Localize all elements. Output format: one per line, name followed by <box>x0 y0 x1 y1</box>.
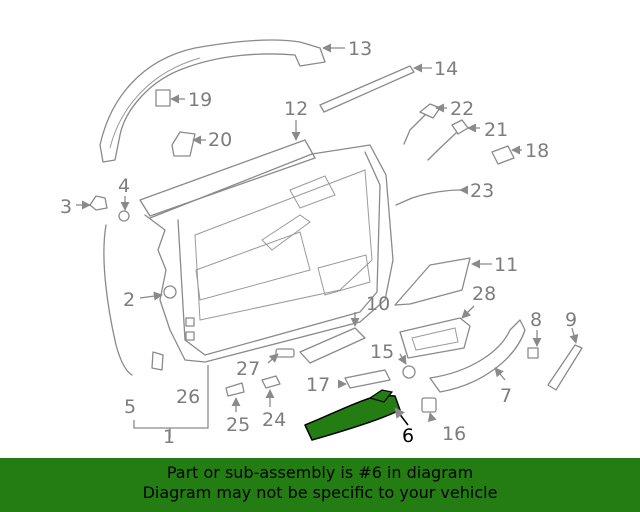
part-15-knob <box>402 365 416 379</box>
label-11: 11 <box>494 254 518 276</box>
part-27-cover <box>275 348 295 358</box>
label-21: 21 <box>484 119 508 141</box>
part-11-trim <box>394 257 492 306</box>
part-24-clip <box>261 375 281 389</box>
part-19-clip <box>155 89 185 107</box>
part-5-seal <box>103 224 133 376</box>
label-16: 16 <box>442 423 466 445</box>
part-6-armrest-pad <box>304 389 409 441</box>
banner-line-2: Diagram may not be specific to your vehi… <box>142 483 498 502</box>
label-14: 14 <box>434 58 458 80</box>
part-17-switch-block <box>344 369 391 389</box>
leader-16 <box>427 412 437 423</box>
part-16-switch <box>421 397 437 413</box>
info-banner: Part or sub-assembly is #6 in diagram Di… <box>0 458 640 512</box>
label-25: 25 <box>226 414 250 436</box>
label-9: 9 <box>565 309 577 331</box>
label-10: 10 <box>366 293 390 315</box>
label-26: 26 <box>176 386 200 408</box>
part-3-clip <box>76 195 108 211</box>
part-10-insert <box>299 312 366 364</box>
label-19: 19 <box>188 89 212 111</box>
label-12: 12 <box>284 98 308 120</box>
label-22: 22 <box>450 98 474 120</box>
label-15: 15 <box>370 341 394 363</box>
part-18-tweeter <box>491 145 522 165</box>
leader-15 <box>397 353 407 365</box>
label-28: 28 <box>472 283 496 305</box>
leader-27 <box>267 353 279 364</box>
part-9-strip <box>547 327 583 391</box>
part-20-switch <box>171 131 206 157</box>
label-7: 7 <box>500 385 512 407</box>
part-7-handle <box>429 319 526 393</box>
label-8: 8 <box>530 309 542 331</box>
label-5: 5 <box>124 396 136 418</box>
part-13-frame-trim <box>99 39 345 163</box>
label-4: 4 <box>118 175 130 197</box>
part-14-belt-molding <box>319 63 432 113</box>
part-25-cap <box>225 382 245 397</box>
part-26-bracket <box>151 351 164 371</box>
part-4-screw <box>118 196 130 222</box>
part-22-connector <box>403 103 447 145</box>
label-6: 6 <box>402 425 414 447</box>
label-27: 27 <box>236 358 260 380</box>
label-23: 23 <box>470 180 494 202</box>
part-21-connector <box>427 119 480 161</box>
label-1: 1 <box>163 426 175 448</box>
label-2: 2 <box>123 289 135 311</box>
door-trim-panel <box>139 139 394 363</box>
label-17: 17 <box>306 374 330 396</box>
part-8-clip <box>527 330 542 359</box>
part-28-switch-panel <box>399 317 471 359</box>
banner-line-1: Part or sub-assembly is #6 in diagram <box>166 463 474 482</box>
label-24: 24 <box>262 409 286 431</box>
label-18: 18 <box>525 140 549 162</box>
leader-2 <box>139 291 163 301</box>
label-3: 3 <box>60 196 72 218</box>
part-2-screw <box>163 285 177 299</box>
label-13: 13 <box>348 38 372 60</box>
part-23-cable <box>395 185 469 206</box>
leader-28 <box>461 305 475 319</box>
label-20: 20 <box>208 129 232 151</box>
bracket-1 <box>133 365 209 429</box>
